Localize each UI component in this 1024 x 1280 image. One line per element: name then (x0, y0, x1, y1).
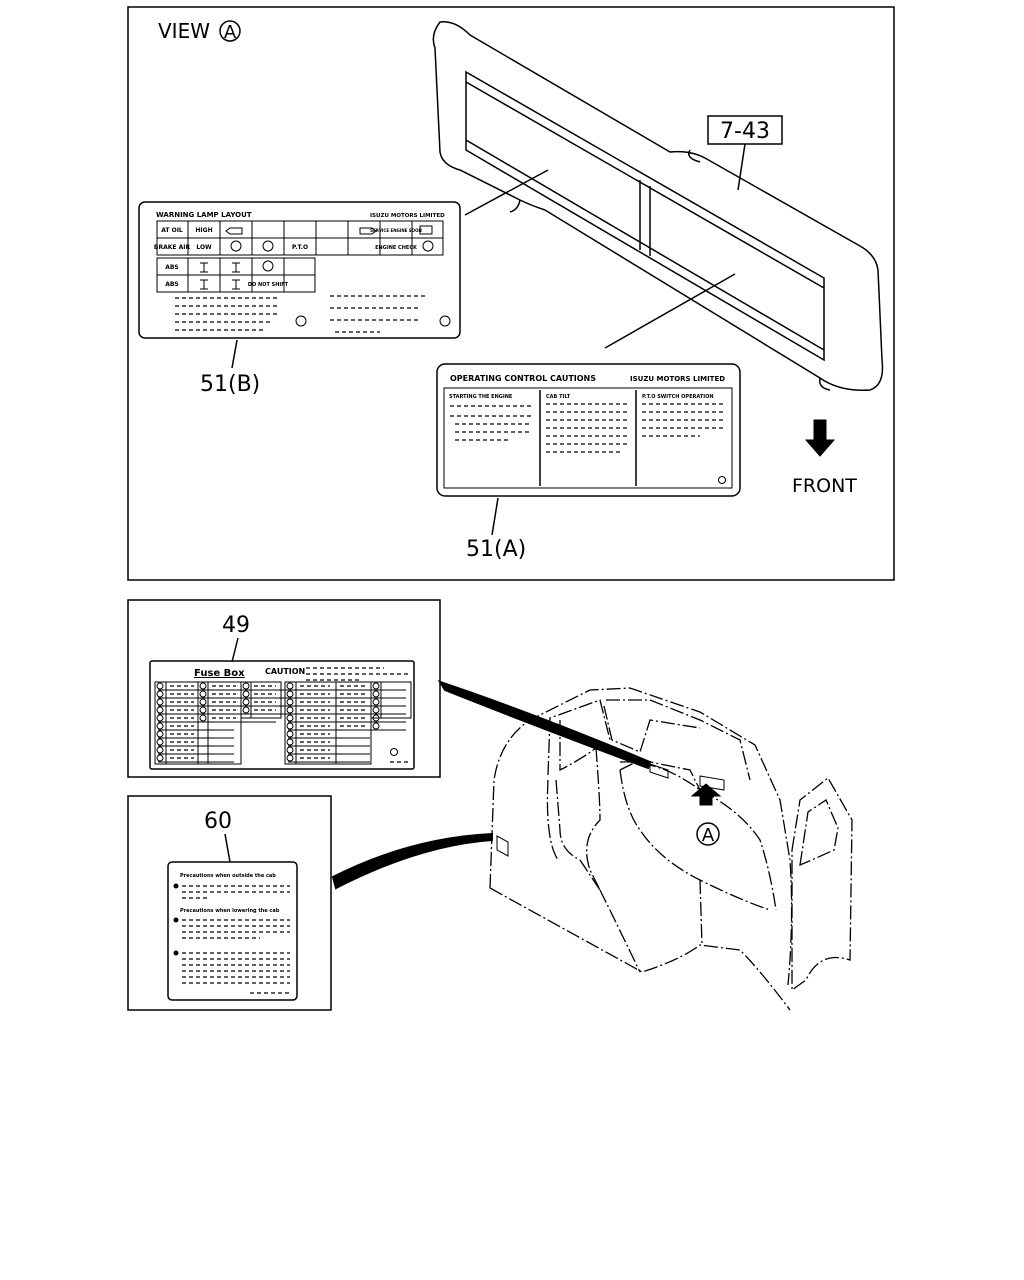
label-b-title: WARNING LAMP LAYOUT (156, 211, 252, 219)
label-a-title: OPERATING CONTROL CAUTIONS (450, 374, 596, 383)
sun-visor (432, 21, 884, 391)
svg-text:ENGINE CHECK: ENGINE CHECK (375, 245, 418, 251)
svg-text:HIGH: HIGH (195, 227, 212, 234)
fuse-box-caution: CAUTION (265, 667, 305, 676)
callout-51b: 51(B) (200, 372, 260, 397)
svg-text:AT OIL: AT OIL (161, 227, 183, 234)
callout-49: 49 (222, 613, 250, 638)
label-51b: WARNING LAMP LAYOUT ISUZU MOTORS LIMITED… (138, 201, 461, 339)
cab-illustration: A (331, 680, 853, 1011)
cab-caution-line2: Precautions when lowering the cab (180, 908, 280, 914)
svg-text:SERVICE ENGINE SOON: SERVICE ENGINE SOON (370, 228, 422, 233)
view-a-frame (127, 6, 895, 581)
label-a-col1: STARTING THE ENGINE (449, 394, 513, 400)
view-label: VIEW (158, 19, 210, 43)
label-a-maker: ISUZU MOTORS LIMITED (630, 375, 725, 383)
label-a-col3: P.T.O SWITCH OPERATION (642, 394, 714, 400)
svg-text:ABS: ABS (165, 264, 179, 271)
svg-text:BRAKE AIR: BRAKE AIR (154, 244, 191, 251)
svg-text:ABS: ABS (165, 281, 179, 288)
label-51a: OPERATING CONTROL CAUTIONS ISUZU MOTORS … (436, 363, 741, 497)
front-arrow-icon (804, 419, 836, 457)
cab-caution-label: Precautions when outside the cab Precaut… (167, 861, 298, 1001)
callout-7-43: 7-43 (720, 119, 770, 144)
front-label: FRONT (792, 475, 857, 497)
cab-panel-frame (127, 795, 332, 1011)
svg-text:DO NOT SHIFT: DO NOT SHIFT (248, 282, 289, 288)
label-a-col2: CAB TILT (546, 394, 571, 400)
label-b-maker: ISUZU MOTORS LIMITED (370, 213, 445, 219)
callout-51a: 51(A) (466, 537, 526, 562)
fuse-box-title: Fuse Box (194, 668, 245, 679)
svg-text:P.T.O: P.T.O (292, 244, 308, 251)
fuse-box-label: Fuse Box CAUTION (149, 660, 415, 770)
cab-caution-line1: Precautions when outside the cab (180, 873, 276, 879)
view-marker-a: A (702, 825, 715, 846)
fuse-panel-frame (127, 599, 441, 778)
view-letter-circle (219, 20, 241, 42)
view-letter: A (224, 22, 237, 43)
svg-text:LOW: LOW (196, 244, 212, 251)
fuse-rows (156, 682, 406, 763)
callout-60: 60 (204, 809, 232, 834)
